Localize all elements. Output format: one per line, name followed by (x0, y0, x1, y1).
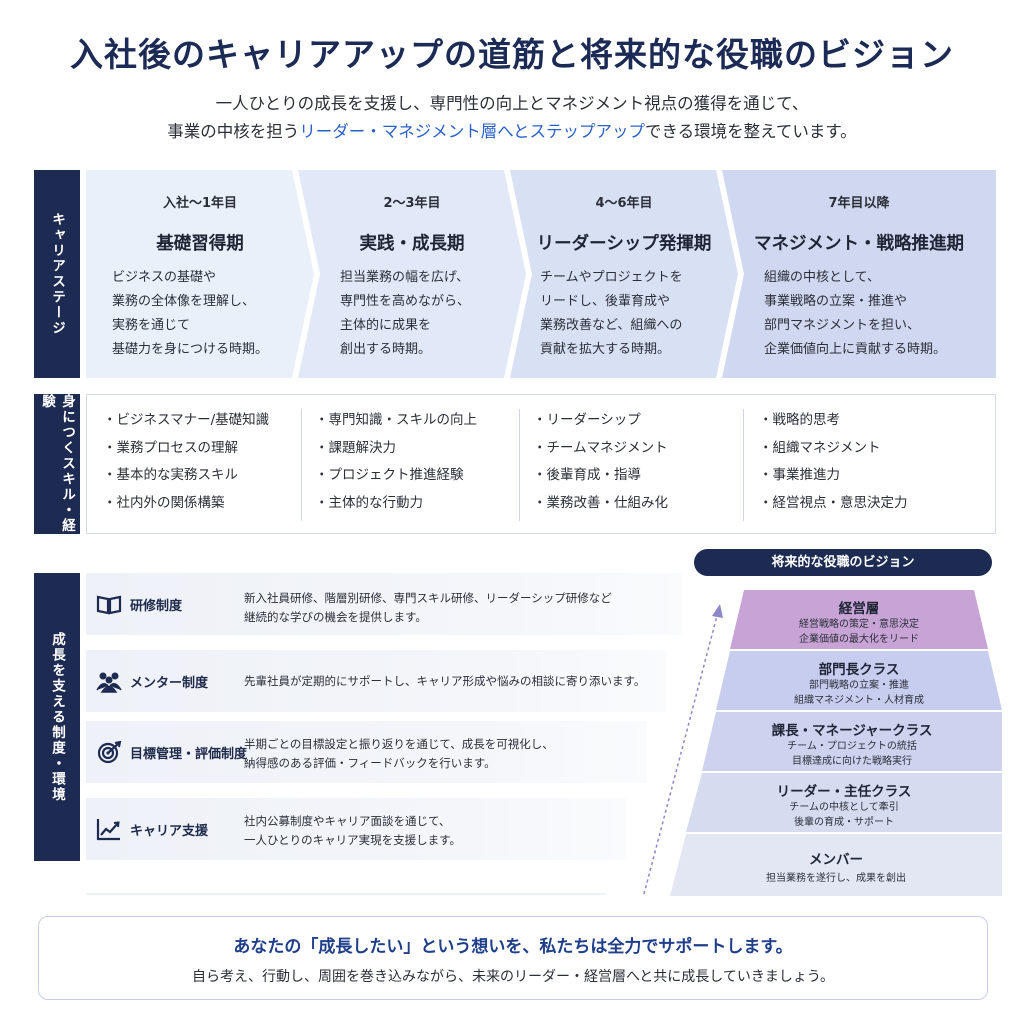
support-label: 目標管理・評価制度 (130, 747, 248, 762)
support-text: 社内公募制度やキャリア面談を通じて、 一人ひとりのキャリア実現を支援します。 (244, 814, 462, 847)
target-icon (97, 740, 122, 764)
skill-item: ・社内外の関係構築 (103, 494, 225, 511)
tier-desc: チーム・プロジェクトの統括 目標達成に向けた戦略実行 (787, 741, 917, 767)
skills-column-2: ・専門知識・スキルの向上 ・課題解決力 ・プロジェクト推進経験 ・主体的な行動力 (315, 407, 477, 517)
skills-box: ・ビジネスマナー/基礎知識 ・業務プロセスの理解 ・基本的な実務スキル ・社内外… (86, 394, 996, 534)
skill-item: ・主体的な行動力 (315, 494, 423, 511)
stage-desc: チームやプロジェクトを リードし、後輩育成や 業務改善など、組織への 貢献を拡大… (540, 270, 683, 357)
skill-item: ・業務改善・仕組み化 (533, 494, 668, 511)
skill-item: ・戦略的思考 (759, 412, 840, 428)
divider (86, 893, 606, 895)
support-row-mentor: メンター制度 先輩社員が定期的にサポートし、キャリア形成や悩みの相談に寄り添いま… (86, 650, 666, 712)
stage-desc: 組織の中核として、 事業戦略の立案・推進や 部門マネジメントを担い、 企業価値向… (764, 270, 947, 357)
support-text: 半期ごとの目標設定と振り返りを通じて、成長を可視化し、 納得感のある評価・フィー… (244, 737, 554, 770)
skill-item: ・業務プロセスの理解 (103, 439, 238, 456)
support-row-evaluation: 目標管理・評価制度 半期ごとの目標設定と振り返りを通じて、成長を可視化し、 納得… (86, 721, 646, 783)
footer-headline: あなたの「成長したい」という想いを、私たちは全力でサポートします。 (233, 937, 793, 957)
tier-name: 経営層 (838, 601, 880, 617)
stage-name: リーダーシップ発揮期 (536, 234, 712, 254)
book-icon (96, 595, 122, 615)
tier-division-head: 部門長クラス 部門戦略の立案・推進 組織マネジメント・人材育成 (716, 651, 1002, 710)
subtitle-highlight: リーダー・マネジメント層へとステップアップ (299, 122, 645, 141)
stage-name: 実践・成長期 (359, 234, 465, 254)
tier-name: 部門長クラス (818, 662, 900, 678)
skill-item: ・経営視点・意思決定力 (759, 494, 908, 511)
tier-desc: チームの中核として牽引 後輩の育成・サポート (789, 802, 899, 828)
footer-message-box: あなたの「成長したい」という想いを、私たちは全力でサポートします。 自ら考え、行… (38, 916, 988, 1000)
stage-period: 入社〜1年目 (162, 196, 238, 211)
stage-period: 7年目以降 (828, 196, 890, 211)
skill-item: ・組織マネジメント (759, 439, 881, 456)
support-label: メンター制度 (130, 676, 209, 691)
upward-arrow-icon (643, 604, 723, 895)
skills-column-3: ・リーダーシップ ・チームマネジメント ・後輩育成・指導 ・業務改善・仕組み化 (533, 407, 668, 517)
stage-name: マネジメント・戦略推進期 (754, 234, 964, 254)
stage-name: 基礎習得期 (156, 234, 244, 254)
support-text: 新入社員研修、階層別研修、専門スキル研修、リーダーシップ研修など 継続的な学びの… (244, 591, 612, 624)
subtitle-line2-after: できる環境を整えています。 (644, 122, 857, 141)
footer-subtext: 自ら考え、行動し、周囲を巻き込みながら、未来のリーダー・経営層へと共に成長してい… (191, 969, 835, 985)
skill-item: ・専門知識・スキルの向上 (315, 412, 477, 428)
subtitle-line2-before: 事業の中核を担う (167, 122, 300, 141)
stage-card-4: 7年目以降 マネジメント・戦略推進期 組織の中核として、 事業戦略の立案・推進や… (722, 170, 996, 378)
tier-manager: 課長・マネージャークラス チーム・プロジェクトの統括 目標達成に向けた戦略実行 (702, 712, 1002, 771)
skill-item: ・基本的な実務スキル (103, 467, 238, 483)
stage-period: 4〜6年目 (595, 196, 653, 211)
divider (519, 409, 520, 521)
stage-desc: ビジネスの基礎や 業務の全体像を理解し、 実務を通じて 基礎力を身につける時期。 (112, 270, 269, 357)
tier-name: 課長・マネージャークラス (771, 723, 933, 739)
section-label-career-stage: キャリアステージ (34, 170, 80, 378)
skill-item: ・チームマネジメント (533, 439, 668, 456)
support-label: 研修制度 (130, 599, 183, 614)
vision-title: 将来的な役職のビジョン (694, 549, 992, 576)
support-text: 先輩社員が定期的にサポートし、キャリア形成や悩みの相談に寄り添います。 (244, 674, 646, 688)
section-label-skills: 身につくスキル・経験 (34, 394, 80, 534)
support-row-training: 研修制度 新入社員研修、階層別研修、専門スキル研修、リーダーシップ研修など 継続… (86, 573, 682, 635)
skill-item: ・リーダーシップ (533, 412, 641, 428)
tier-desc: 担当業務を遂行し、成果を創出 (766, 873, 906, 884)
skill-item: ・プロジェクト推進経験 (315, 467, 464, 483)
tier-leader: リーダー・主任クラス チームの中核として牽引 後輩の育成・サポート (686, 773, 1002, 832)
skill-item: ・事業推進力 (759, 467, 840, 483)
stage-card-1: 入社〜1年目 基礎習得期 ビジネスの基礎や 業務の全体像を理解し、 実務を通じて… (86, 170, 314, 378)
people-icon (96, 672, 122, 693)
skills-column-1: ・ビジネスマナー/基礎知識 ・業務プロセスの理解 ・基本的な実務スキル ・社内外… (103, 407, 269, 517)
tier-name: リーダー・主任クラス (776, 784, 912, 800)
stage-period: 2〜3年目 (383, 196, 441, 211)
stage-desc: 担当業務の幅を広げ、 専門性を高めながら、 主体的に成果を 創出する時期。 (340, 270, 471, 357)
skills-column-4: ・戦略的思考 ・組織マネジメント ・事業推進力 ・経営視点・意思決定力 (759, 407, 908, 517)
skill-item: ・課題解決力 (315, 439, 396, 456)
support-label: キャリア支援 (130, 824, 209, 839)
divider (743, 409, 744, 521)
growth-chart-icon (96, 819, 120, 841)
section-label-support: 成長を支える制度・環境 (34, 573, 80, 861)
tier-executive: 経営層 経営戦略の策定・意思決定 企業価値の最大化をリード (730, 590, 988, 649)
skill-item: ・後輩育成・指導 (533, 467, 641, 483)
page-title: 入社後のキャリアアップの道筋と将来的な役職のビジョン (70, 35, 954, 74)
tier-name: メンバー (809, 852, 863, 868)
stage-card-2: 2〜3年目 実践・成長期 担当業務の幅を広げ、 専門性を高めながら、 主体的に成… (298, 170, 526, 378)
subtitle-line2: 事業の中核を担うリーダー・マネジメント層へとステップアップできる環境を整えていま… (0, 118, 1024, 142)
divider (301, 409, 302, 521)
tier-member: メンバー 担当業務を遂行し、成果を創出 (670, 834, 1002, 896)
tier-desc: 経営戦略の策定・意思決定 企業価値の最大化をリード (799, 619, 919, 645)
support-row-career: キャリア支援 社内公募制度やキャリア面談を通じて、 一人ひとりのキャリア実現を支… (86, 798, 626, 860)
subtitle-line1: 一人ひとりの成長を支援し、専門性の向上とマネジメント視点の獲得を通じて、 (215, 94, 809, 113)
tier-desc: 部門戦略の立案・推進 組織マネジメント・人材育成 (794, 680, 924, 706)
skill-item: ・ビジネスマナー/基礎知識 (103, 412, 270, 428)
stage-card-3: 4〜6年目 リーダーシップ発揮期 チームやプロジェクトを リードし、後輩育成や … (510, 170, 738, 378)
